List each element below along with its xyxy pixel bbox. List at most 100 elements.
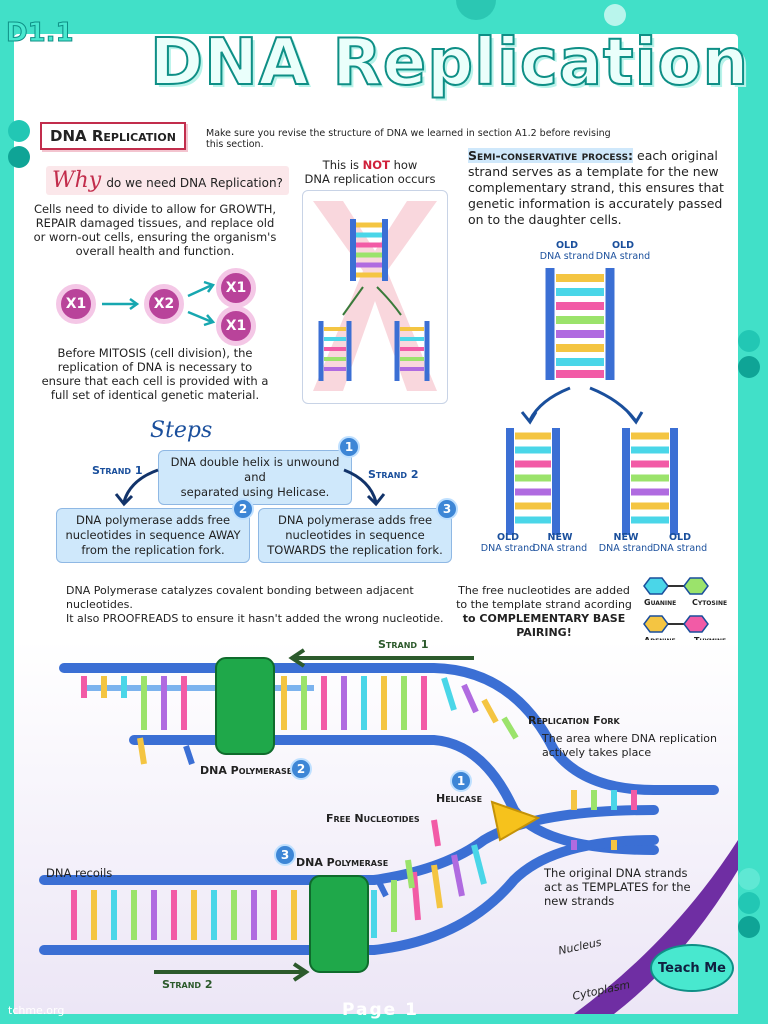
teach-me-logo: Teach Me	[650, 944, 734, 992]
decor-circle	[738, 330, 760, 352]
fork-strand1-label: Strand 1	[378, 638, 429, 651]
pairing-text: The free nucleotides are added to the te…	[452, 584, 636, 640]
label-dna-strand: DNA strand	[480, 543, 536, 554]
replication-fork-diagram	[39, 648, 738, 1014]
section-title-box: DNA Replication	[40, 122, 186, 150]
templates-line: new strands	[544, 894, 615, 908]
step-2-number: 2	[232, 498, 254, 520]
not-how-line2: DNA replication occurs	[304, 172, 436, 186]
text: how	[389, 158, 418, 172]
step-3-box: DNA polymerase adds free nucleotides in …	[258, 508, 452, 563]
steps-arrows	[114, 468, 386, 507]
templates-text: The original DNA strands act as TEMPLATE…	[544, 866, 691, 908]
step-3-line: DNA polymerase adds free	[277, 513, 433, 527]
polymerase-note-line: DNA Polymerase catalyzes covalent bondin…	[66, 584, 414, 611]
why-line: Cells need to divide to allow for GROWTH…	[33, 202, 277, 216]
helicase-label: Helicase	[436, 792, 483, 805]
semi-line: genetic information is accurately passed	[468, 196, 723, 211]
why-script: Why	[52, 168, 102, 193]
footer-site: tchme.org	[8, 1004, 65, 1017]
mitosis-line: replication of DNA is necessary to	[57, 360, 253, 374]
step-3-line: TOWARDS the replication fork.	[267, 543, 443, 557]
base-pair-icons	[643, 577, 709, 633]
decor-circle	[8, 146, 30, 168]
fork-number-2: 2	[290, 758, 312, 780]
step-3-line: nucleotides in sequence	[285, 528, 425, 542]
not-how-diagram	[302, 190, 448, 404]
label-dna-strand: DNA strand	[595, 251, 651, 262]
page-title: DNA Replication	[149, 25, 750, 101]
replication-fork-desc: The area where DNA replication actively …	[542, 732, 717, 760]
pairing-line: to the template strand acording	[456, 598, 632, 611]
step-2-line: nucleotides in sequence AWAY	[65, 528, 241, 542]
not-how-line1: This is NOT how	[300, 158, 440, 172]
semi-line: on to the daughter cells.	[468, 212, 622, 227]
why-rest: do we need DNA Replication?	[106, 176, 283, 190]
pairing-line: to COMPLEMENTARY BASE PAIRING!	[462, 612, 626, 639]
label-dna-strand: DNA strand	[652, 543, 708, 554]
semi-heading: Semi-conservative process:	[468, 148, 634, 163]
semi-line: complementary strand, this ensures that	[468, 180, 724, 195]
decor-circle	[738, 916, 760, 938]
label-dna-strand: DNA strand	[598, 543, 654, 554]
label-old: OLD	[555, 240, 578, 251]
semi-conservative-text: Semi-conservative process: each original…	[468, 148, 730, 228]
dna-polymerase-label-bottom: DNA Polymerase	[296, 856, 389, 869]
not-how-svg	[313, 201, 437, 391]
fork-number-1: 1	[450, 770, 472, 792]
polymerase-note: DNA Polymerase catalyzes covalent bondin…	[66, 584, 466, 626]
dna-polymerase-label-top: DNA Polymerase	[200, 764, 293, 777]
step-1-line: separated using Helicase.	[180, 485, 330, 499]
step-1-line: DNA double helix is unwound and	[170, 455, 340, 484]
label-dna-strand: DNA strand	[532, 543, 588, 554]
why-line: REPAIR damaged tissues, and replace old	[35, 216, 275, 230]
fork-strand2-label: Strand 2	[162, 978, 213, 991]
logo-text: Teach Me	[658, 960, 726, 976]
cell-x1-daughter-b: X1	[216, 306, 256, 346]
why-line: overall health and function.	[75, 244, 235, 258]
step-1-number: 1	[338, 436, 360, 458]
step-2-box: DNA polymerase adds free nucleotides in …	[56, 508, 250, 563]
templates-line: act as TEMPLATES for the	[544, 880, 691, 894]
decor-circle	[738, 868, 760, 890]
section-code: D1.1	[6, 18, 75, 49]
pairing-line: The free nucleotides are added	[458, 584, 630, 597]
label-old: OLD	[668, 532, 691, 543]
steps-strand2-label: Strand 2	[368, 468, 419, 481]
polymerase-note-line: It also PROOFREADS to ensure it hasn't a…	[66, 612, 444, 625]
free-nucleotides-label: Free Nucleotides	[326, 812, 420, 825]
steps-strand1-label: Strand 1	[92, 464, 143, 477]
mitosis-line: ensure that each cell is provided with a	[41, 374, 269, 388]
label-dna-strand: DNA strand	[539, 251, 595, 262]
fork-number-3: 3	[274, 844, 296, 866]
label-old: OLD	[611, 240, 634, 251]
decor-circle	[604, 4, 626, 26]
dna-recoils-label: DNA recoils	[46, 866, 113, 880]
label-new: NEW	[613, 532, 639, 543]
step-3-number: 3	[436, 498, 458, 520]
step-2-line: from the replication fork.	[81, 543, 225, 557]
semi-conservative-diagram	[506, 268, 678, 535]
not-how-caption: This is NOT how DNA replication occurs	[300, 158, 440, 186]
decor-circle	[738, 356, 760, 378]
not-emphasis: NOT	[362, 158, 390, 172]
mitosis-line: Before MITOSIS (cell division), the	[57, 346, 253, 360]
mitosis-line: full set of identical genetic material.	[50, 388, 260, 402]
decor-circle	[456, 0, 496, 20]
why-paragraph: Cells need to divide to allow for GROWTH…	[30, 202, 280, 258]
intro-note: Make sure you revise the structure of DN…	[206, 128, 611, 150]
replication-fork-label: Replication Fork	[528, 714, 620, 727]
label-old: OLD	[496, 532, 519, 543]
cell-x2: X2	[144, 284, 184, 324]
cell-x1-daughter-a: X1	[216, 268, 256, 308]
step-2-line: DNA polymerase adds free	[75, 513, 231, 527]
page-number: Page 1	[342, 1000, 419, 1020]
rf-desc-line: The area where DNA replication	[542, 732, 717, 745]
semi-line: strand serves as a template for the new	[468, 164, 719, 179]
